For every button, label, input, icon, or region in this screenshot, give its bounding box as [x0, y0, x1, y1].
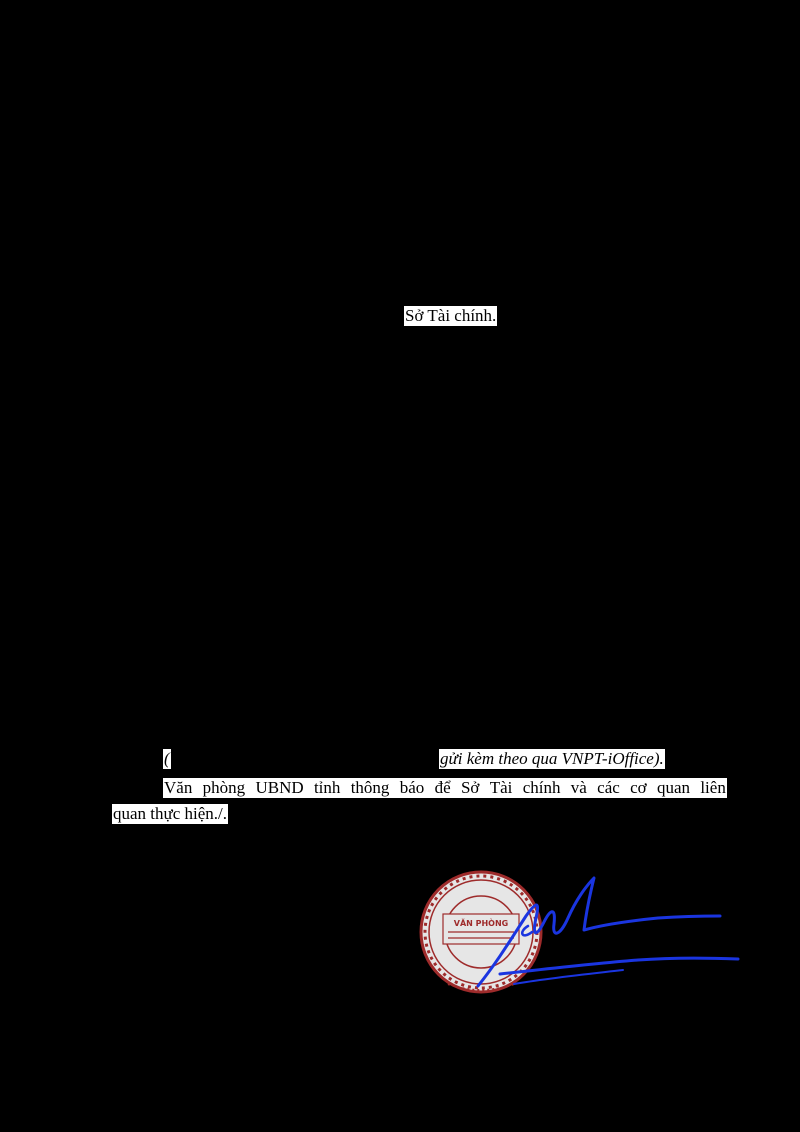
word: liên — [700, 778, 726, 797]
word: Sở — [460, 778, 480, 797]
word: chính — [522, 778, 561, 797]
attachment-open-paren: ( — [163, 749, 171, 769]
recipient-fragment: Sở Tài chính. — [404, 306, 498, 326]
word: cơ — [630, 778, 647, 797]
attachment-note: gửi kèm theo qua VNPT-iOffice). — [439, 749, 665, 769]
word: để — [434, 778, 451, 797]
word: Tài — [489, 778, 513, 797]
word: quan — [656, 778, 691, 797]
notice-paragraph-line-2: quan thực hiện./. — [112, 804, 229, 824]
official-seal: VĂN PHÒNG — [419, 870, 543, 994]
word: báo — [399, 778, 425, 797]
word: phòng — [202, 778, 246, 797]
word: và — [570, 778, 587, 797]
seal-label: VĂN PHÒNG — [454, 917, 508, 928]
word: các — [597, 778, 620, 797]
word: UBND — [255, 778, 304, 797]
word: thông — [350, 778, 390, 797]
word: Văn — [164, 778, 193, 797]
seal-signature-graphic: VĂN PHÒNG — [419, 870, 740, 994]
word: tỉnh — [313, 778, 341, 797]
seal-and-signature: VĂN PHÒNG — [418, 866, 743, 1001]
signature-mark — [476, 876, 740, 988]
